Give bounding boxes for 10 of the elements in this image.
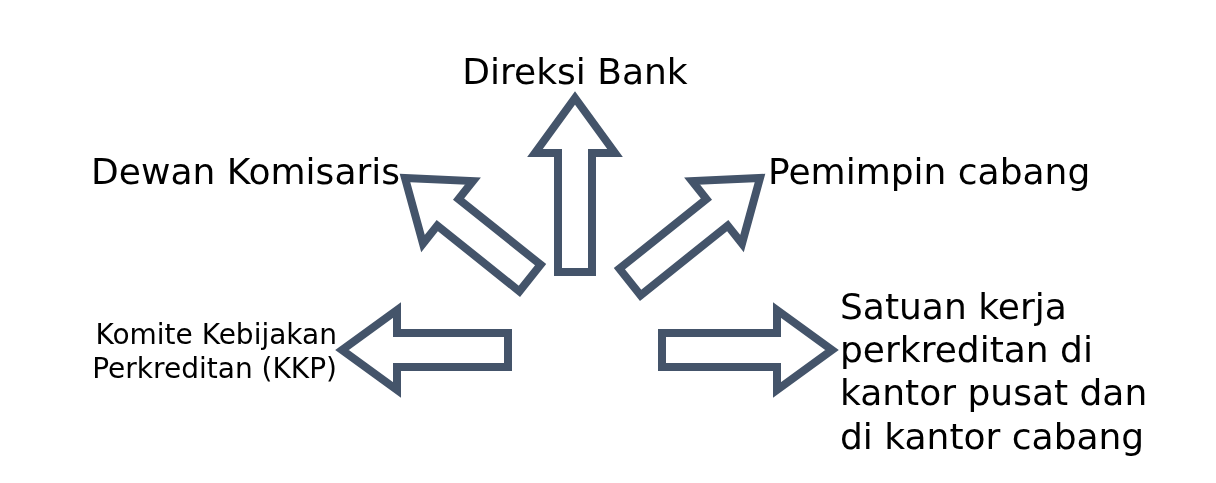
node-label: Direksi Bank <box>460 50 690 94</box>
block-arrow <box>527 91 623 276</box>
block-arrow <box>335 302 512 398</box>
block-arrow <box>399 173 547 297</box>
node-label: Pemimpin cabang <box>768 150 1108 194</box>
block-arrow <box>658 302 839 398</box>
node-label: Dewan Komisaris <box>60 150 400 194</box>
node-label: Satuan kerja perkreditan di kantor pusat dan di kantor cabang <box>840 285 1175 458</box>
node-label: Komite Kebijakan Perkreditan (KKP) <box>12 318 337 386</box>
block-arrow <box>613 173 766 301</box>
